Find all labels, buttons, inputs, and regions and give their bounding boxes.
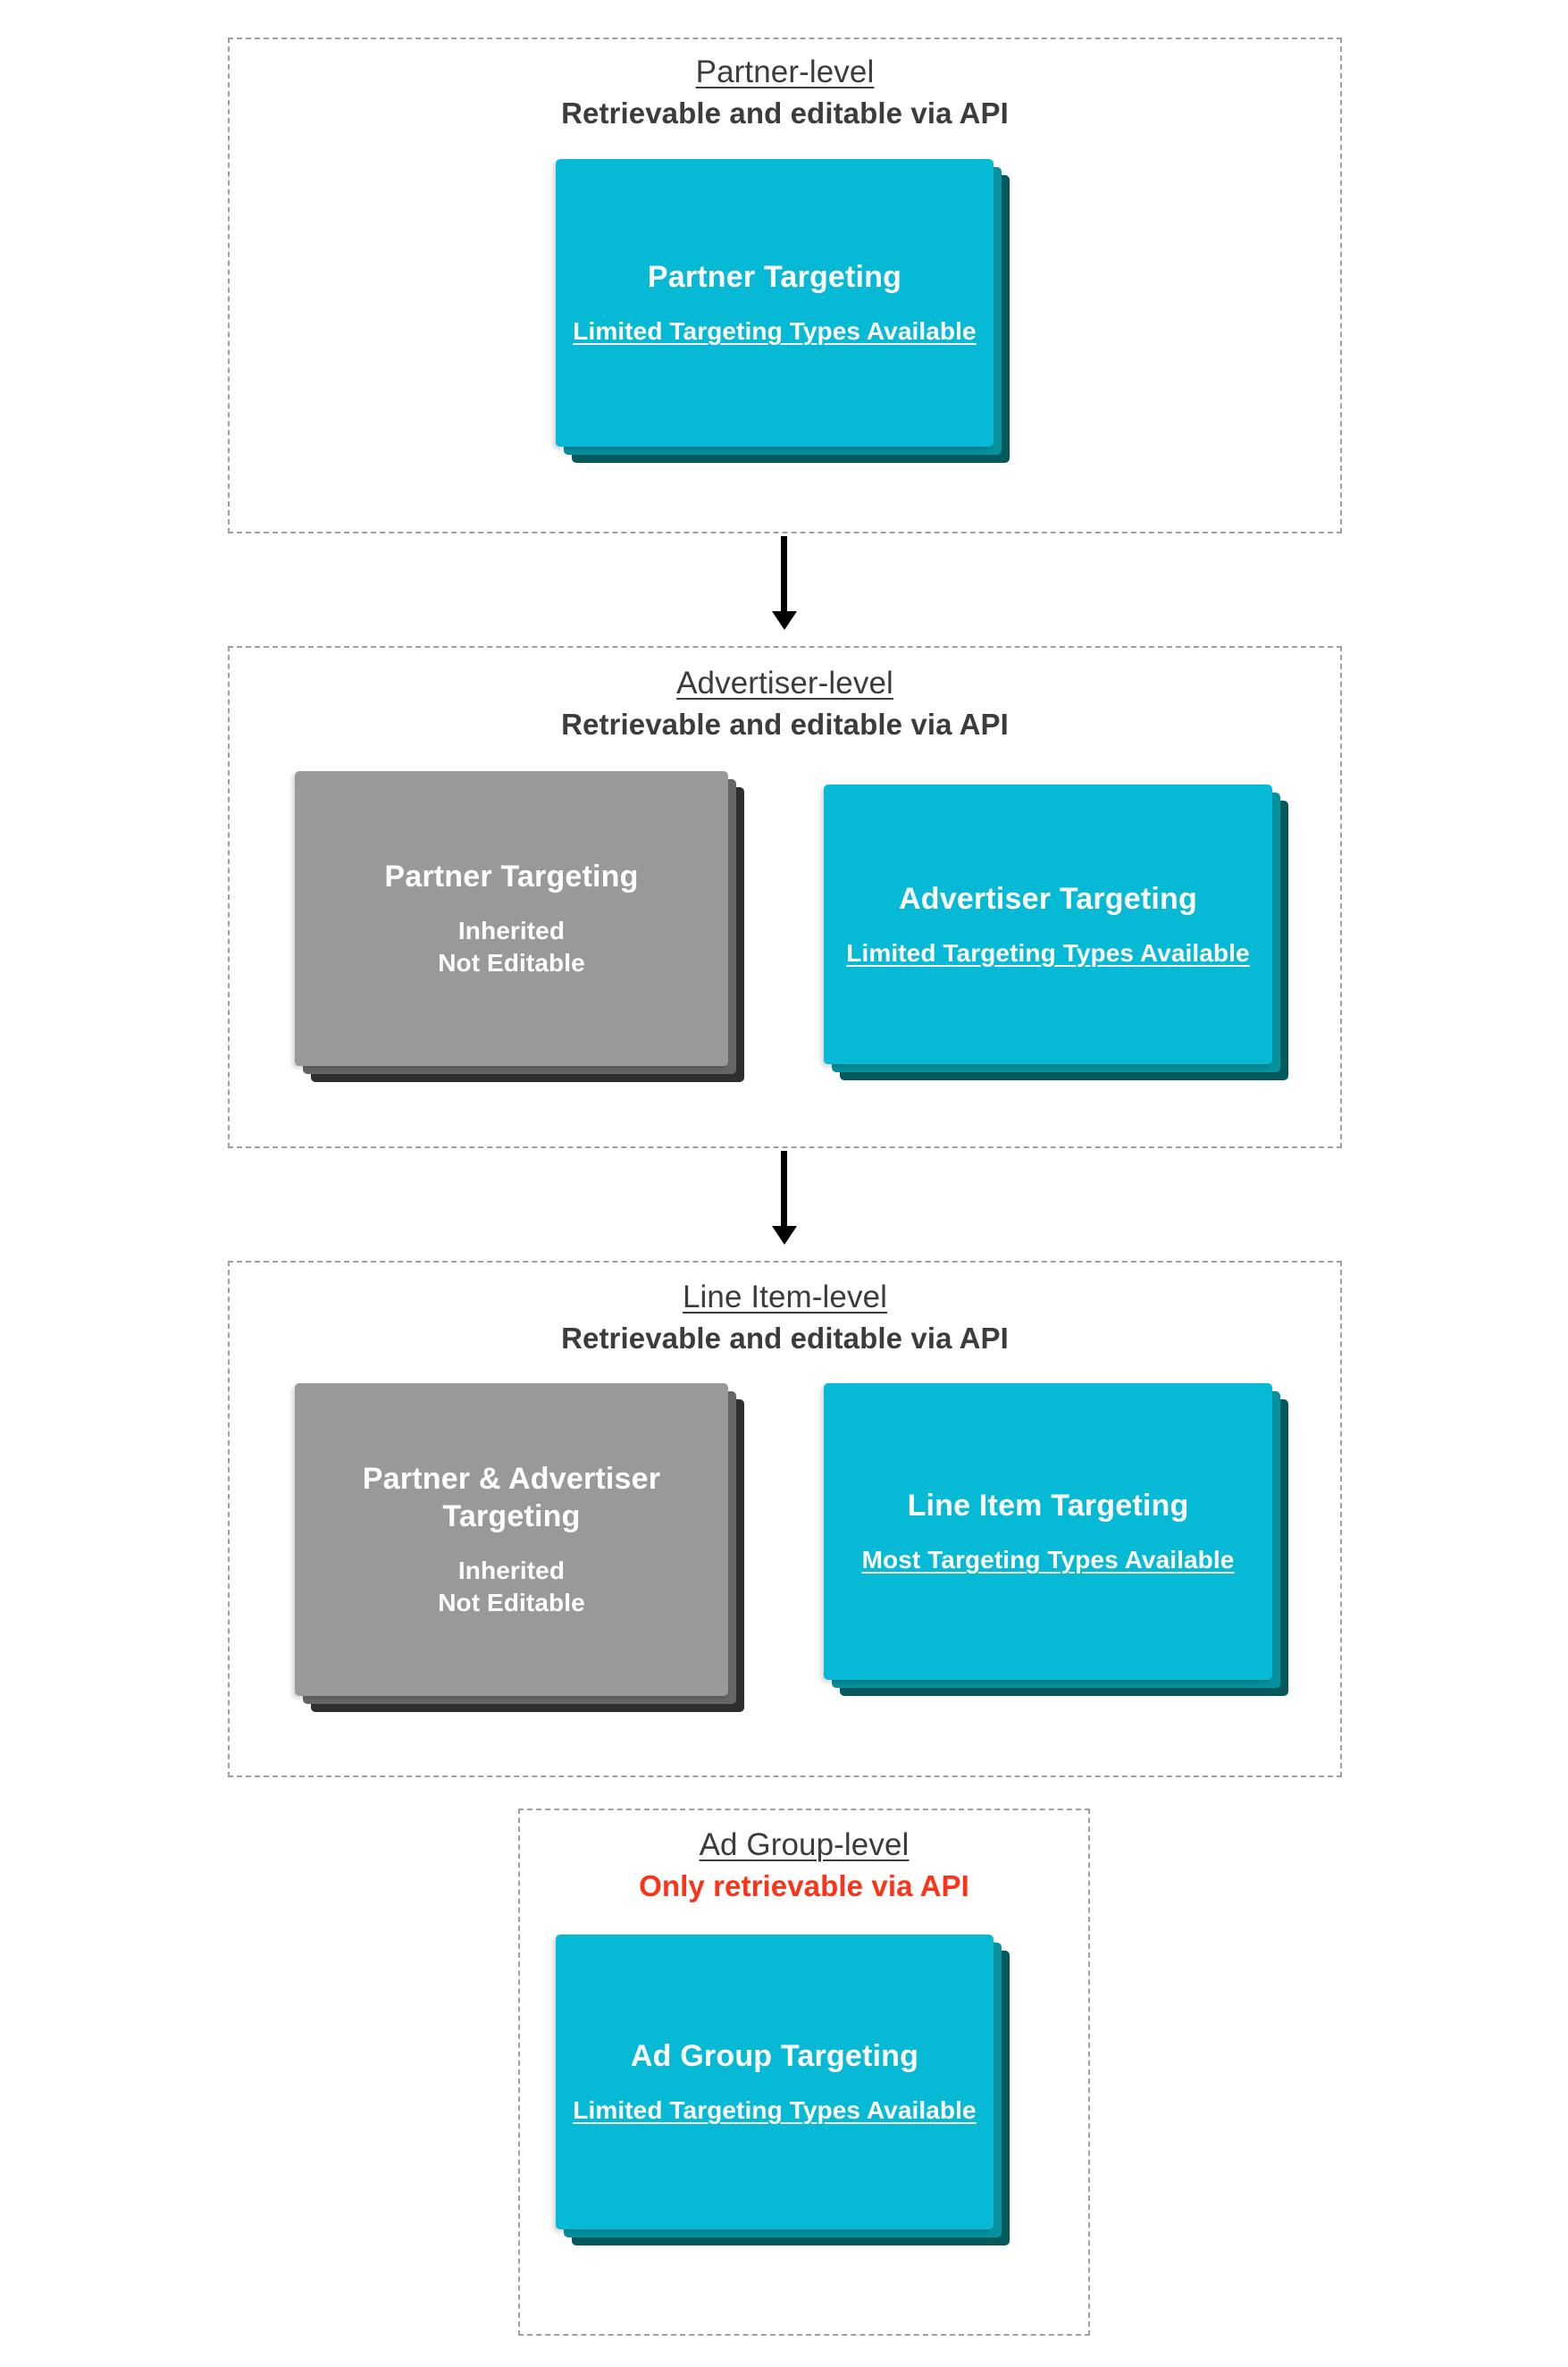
- card-partner-advertiser-targeting-inherited[interactable]: Partner & Advertiser Targeting Inherited…: [295, 1383, 744, 1712]
- card-partner-targeting-inherited[interactable]: Partner Targeting Inherited Not Editable: [295, 771, 744, 1082]
- section-line-item-level-header: Line Item-level Retrievable and editable…: [230, 1279, 1340, 1356]
- card-face[interactable]: Line Item Targeting Most Targeting Types…: [824, 1383, 1272, 1680]
- card-partner-targeting[interactable]: Partner Targeting Limited Targeting Type…: [556, 159, 1010, 463]
- section-subtitle: Retrievable and editable via API: [561, 96, 1009, 130]
- section-title: Ad Group-level: [699, 1827, 910, 1862]
- section-title: Advertiser-level: [676, 666, 893, 701]
- section-partner-level-header: Partner-level Retrievable and editable v…: [230, 54, 1340, 131]
- arrow-head-icon: [771, 1226, 797, 1245]
- card-face[interactable]: Partner Targeting Limited Targeting Type…: [556, 159, 994, 447]
- card-title: Partner Targeting: [647, 260, 902, 294]
- card-title: Advertiser Targeting: [898, 881, 1197, 916]
- card-title: Partner Targeting: [384, 860, 639, 894]
- section-title: Partner-level: [695, 55, 875, 89]
- card-line-item-targeting[interactable]: Line Item Targeting Most Targeting Types…: [824, 1383, 1288, 1696]
- section-subtitle: Only retrievable via API: [639, 1868, 969, 1902]
- card-title: Partner & Advertiser Targeting: [362, 1462, 661, 1534]
- arrow-advertiser-to-line-item: [771, 1151, 797, 1245]
- card-subtitle: Inherited Not Editable: [438, 1557, 585, 1617]
- section-subtitle: Retrievable and editable via API: [561, 707, 1009, 741]
- card-ad-group-targeting[interactable]: Ad Group Targeting Limited Targeting Typ…: [556, 1935, 1010, 2245]
- card-face[interactable]: Partner Targeting Inherited Not Editable: [295, 771, 728, 1066]
- card-title: Ad Group Targeting: [630, 2039, 919, 2073]
- card-subtitle: Limited Targeting Types Available: [573, 2096, 977, 2125]
- card-subtitle: Most Targeting Types Available: [861, 1546, 1235, 1574]
- section-advertiser-level-header: Advertiser-level Retrievable and editabl…: [230, 665, 1340, 743]
- card-face[interactable]: Partner & Advertiser Targeting Inherited…: [295, 1383, 728, 1696]
- arrow-head-icon: [771, 611, 797, 630]
- card-subtitle: Inherited Not Editable: [438, 917, 585, 978]
- section-advertiser-level: Advertiser-level Retrievable and editabl…: [228, 646, 1342, 1148]
- section-line-item-level: Line Item-level Retrievable and editable…: [228, 1261, 1342, 1777]
- card-face[interactable]: Advertiser Targeting Limited Targeting T…: [824, 785, 1272, 1064]
- card-advertiser-targeting[interactable]: Advertiser Targeting Limited Targeting T…: [824, 785, 1288, 1080]
- section-ad-group-level: Ad Group-level Only retrievable via API: [518, 1809, 1090, 2336]
- card-title: Line Item Targeting: [907, 1489, 1189, 1523]
- arrow-partner-to-advertiser: [771, 536, 797, 630]
- card-subtitle: Limited Targeting Types Available: [846, 938, 1250, 967]
- section-partner-level: Partner-level Retrievable and editable v…: [228, 38, 1342, 533]
- card-face[interactable]: Ad Group Targeting Limited Targeting Typ…: [556, 1935, 994, 2229]
- section-subtitle: Retrievable and editable via API: [561, 1321, 1009, 1355]
- card-subtitle: Limited Targeting Types Available: [573, 317, 977, 346]
- section-title: Line Item-level: [682, 1280, 888, 1314]
- section-ad-group-level-header: Ad Group-level Only retrievable via API: [520, 1826, 1088, 1904]
